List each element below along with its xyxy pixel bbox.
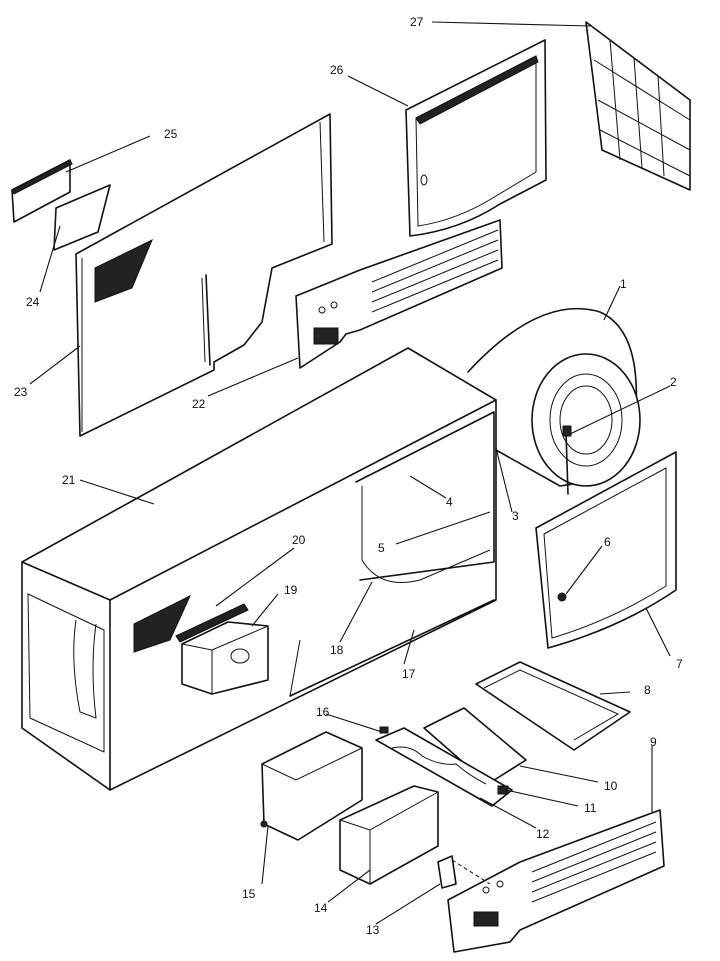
- callout-23: 23: [14, 385, 28, 399]
- part-14-component-box: [339, 785, 439, 885]
- part-8-cover: [475, 661, 631, 751]
- callout-9: 9: [650, 735, 657, 749]
- callout-8: 8: [644, 683, 651, 697]
- callout-26: 26: [330, 63, 344, 77]
- part-7-access-panel: [535, 451, 677, 649]
- part-19-control-box: [181, 621, 269, 695]
- part-23-side-panel: [75, 113, 333, 437]
- callout-7: 7: [676, 657, 683, 671]
- callout-25: 25: [164, 127, 178, 141]
- part-15-side-bracket: [260, 731, 363, 841]
- part-25-cover-plate: [11, 159, 73, 223]
- callout-3: 3: [512, 509, 519, 523]
- part-27-grille: [585, 21, 691, 191]
- callout-6: 6: [604, 535, 611, 549]
- callout-2: 2: [670, 375, 677, 389]
- callout-24: 24: [26, 295, 40, 309]
- callout-15: 15: [242, 887, 256, 901]
- leader-lines: [29, 21, 671, 925]
- callout-21: 21: [62, 473, 76, 487]
- part-22-side-louver: [295, 219, 503, 369]
- part-12-drain-channel: [375, 726, 513, 807]
- callout-16: 16: [316, 705, 330, 719]
- part-24-gasket: [53, 184, 111, 251]
- part-13-bracket-clip: [437, 855, 491, 889]
- callout-5: 5: [378, 541, 385, 555]
- callout-1: 1: [620, 277, 627, 291]
- callout-12: 12: [536, 827, 550, 841]
- callout-17: 17: [402, 667, 416, 681]
- callout-18: 18: [330, 643, 344, 657]
- callout-19: 19: [284, 583, 298, 597]
- callout-10: 10: [604, 779, 618, 793]
- part-26-front-frame: [405, 39, 547, 237]
- callout-27: 27: [410, 15, 424, 29]
- part-17-base-pan: [289, 599, 495, 697]
- callout-20: 20: [292, 533, 306, 547]
- callout-13: 13: [366, 923, 380, 937]
- part-20-bracket: [175, 603, 249, 643]
- part-21-cabinet: [21, 347, 497, 791]
- part-1-blower-housing: [467, 307, 641, 487]
- part-2-fan-shaft: [562, 425, 572, 495]
- callout-22: 22: [192, 397, 206, 411]
- callout-11: 11: [584, 801, 597, 815]
- callout-14: 14: [314, 901, 328, 915]
- part-9-lower-louver: [447, 809, 665, 953]
- callout-4: 4: [446, 495, 453, 509]
- callout-labels: 27 26 25 24 23 22 1 2 3 4 5 21 6 7 8 9 1…: [14, 15, 683, 937]
